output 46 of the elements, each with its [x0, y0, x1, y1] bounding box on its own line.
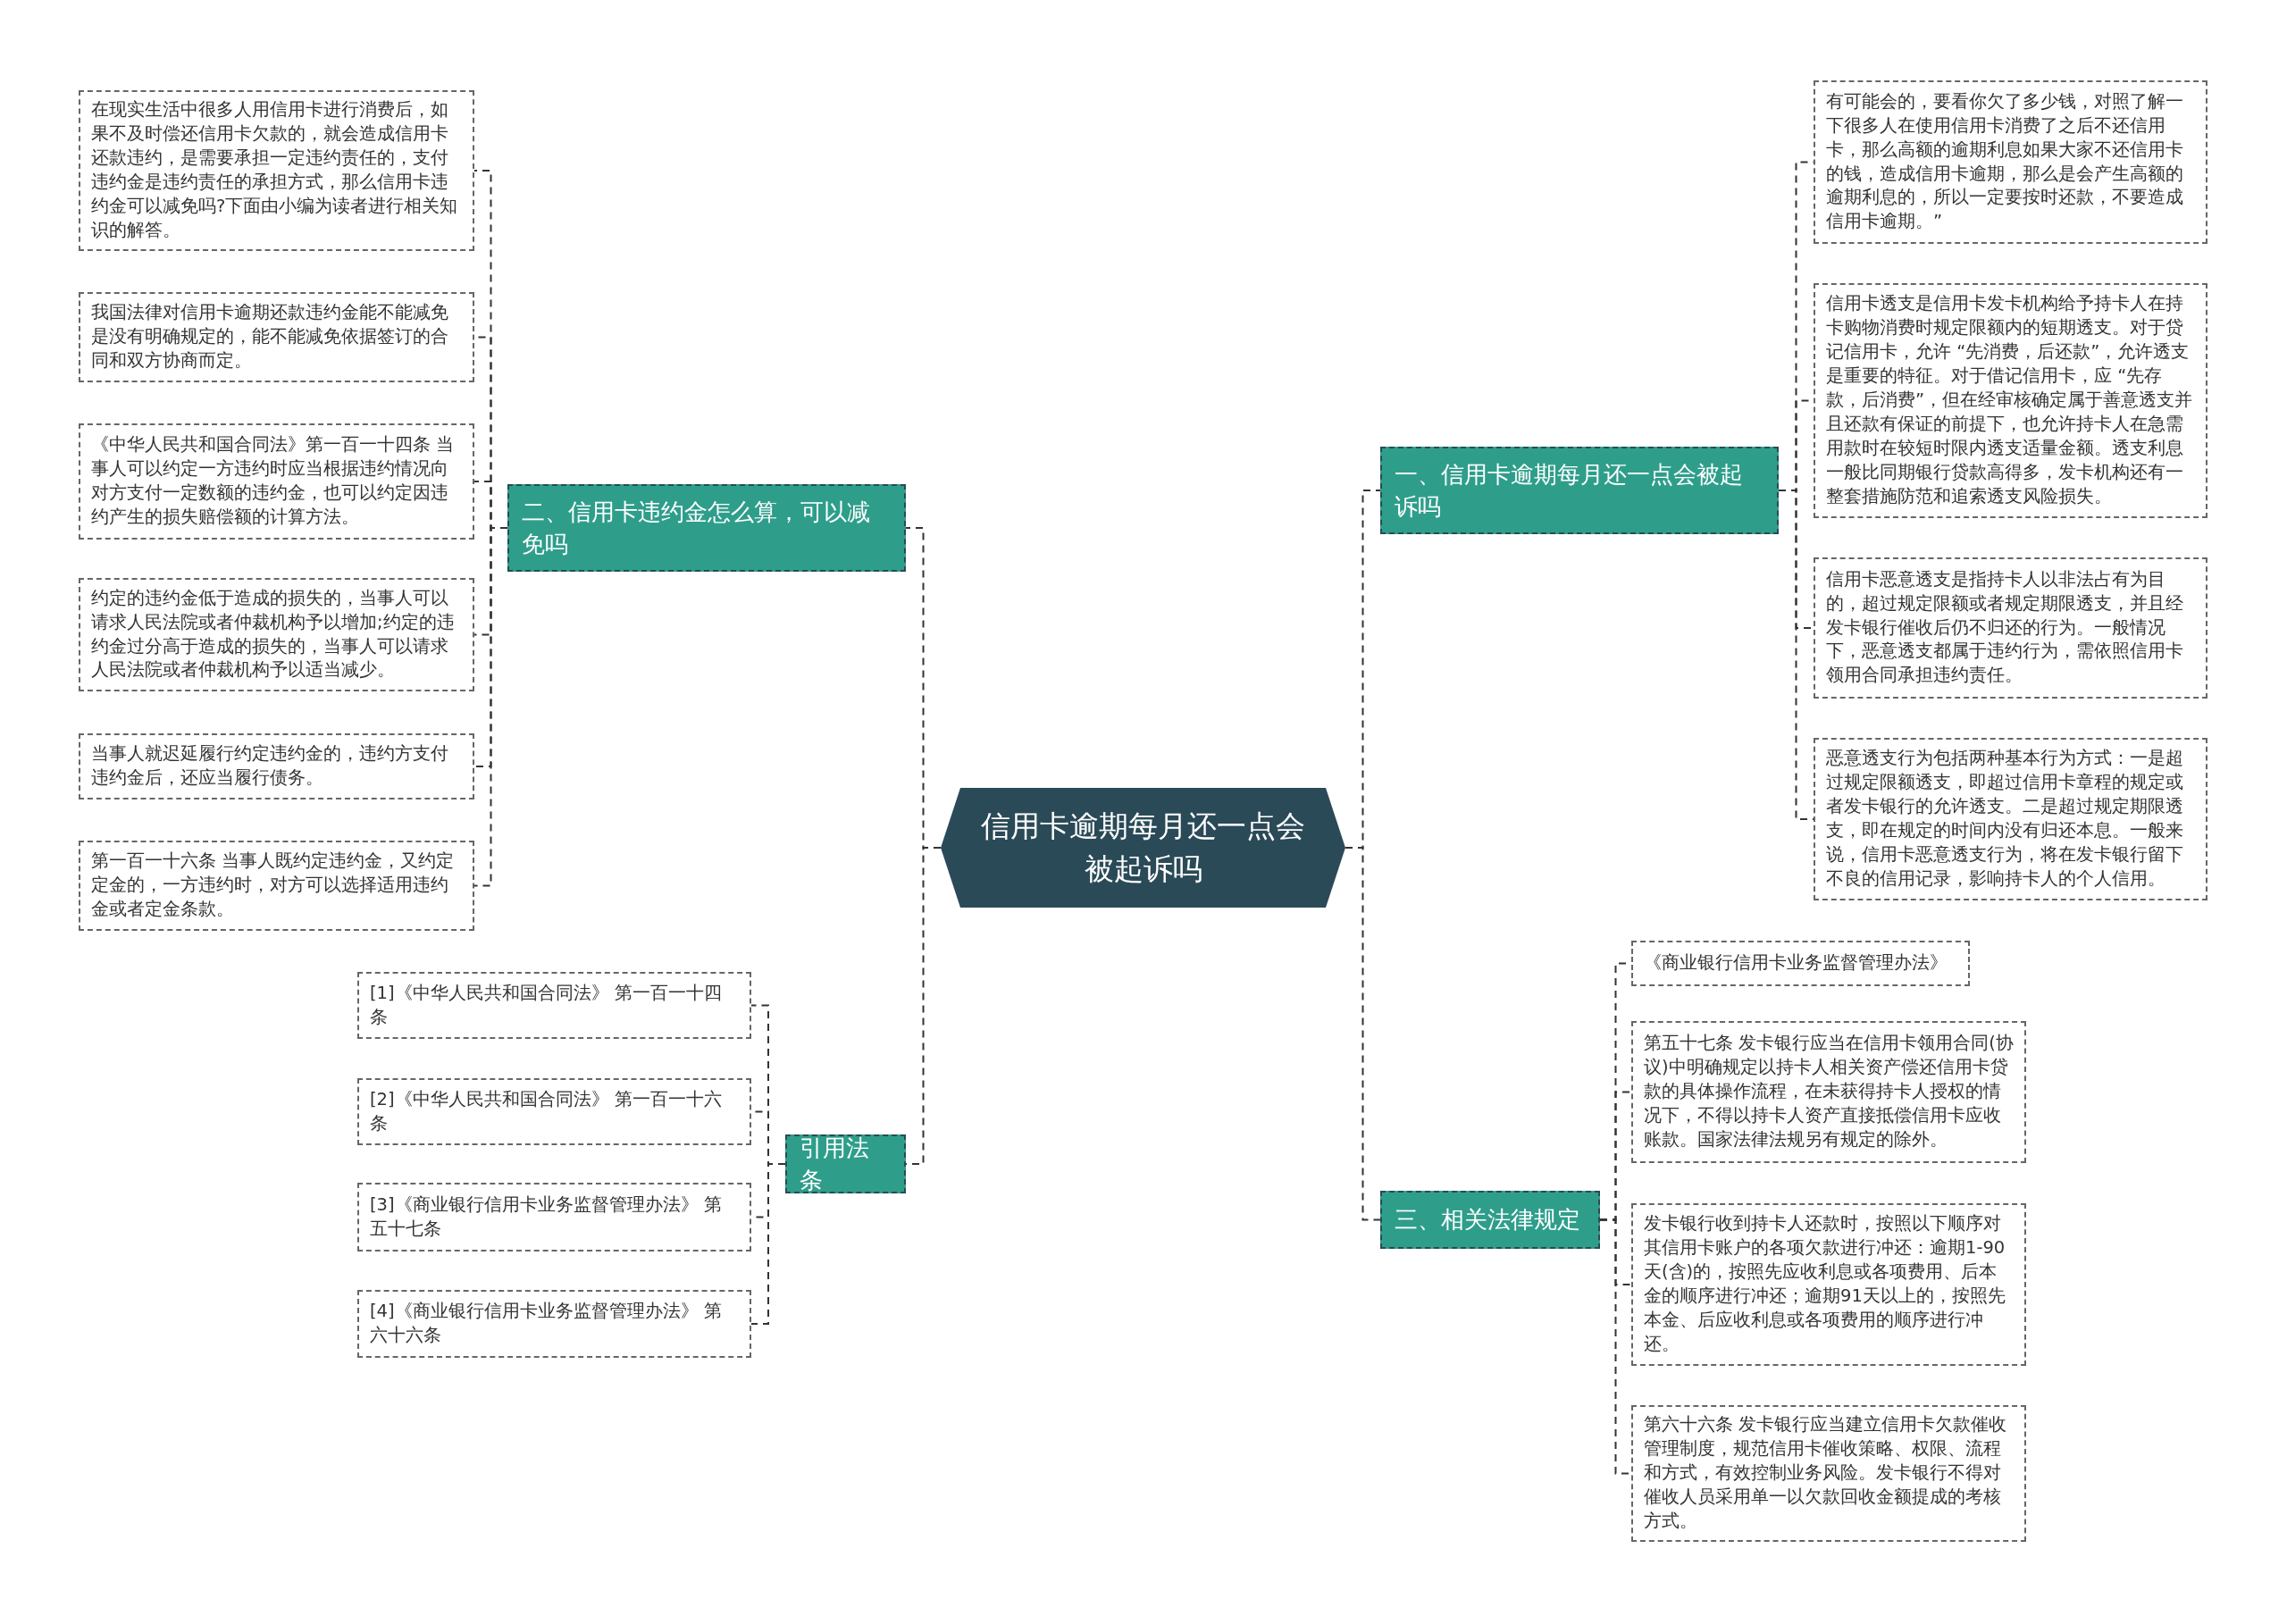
text-card [79, 841, 474, 931]
text-card [1631, 1405, 2026, 1542]
text-card [1814, 557, 2207, 699]
topic-text: 《商业银行信用卡业务监督管理办法》 [1644, 951, 1948, 975]
text-card [1631, 1021, 2026, 1163]
text-card [1631, 941, 1970, 986]
topic-text: 第六十六条 发卡银行应当建立信用卡欠款催收管理制度，规范信用卡催收策略、权限、流程和方式，有效控制业务风险。发卡银行不得对催收人员采用单一以欠款回收金额提成的考核方式。 [1644, 1413, 2008, 1533]
topic-text: 当事人就迟延履行约定违约金的，违约方支付违约金后，还应当履行债务。 [91, 742, 449, 790]
topic-text: 三、相关法律规定 [1395, 1205, 1580, 1235]
text-card [357, 1078, 751, 1145]
topic-text: 信用卡透支是信用卡发卡机构给予持卡人在持卡购物消费时规定限额内的短期透支。对于贷记信用卡，允许 “先消费，后还款”，允许透支是重要的特征。对于借记信用卡，应 “先存款，后消费”，但在经审核确定属于善意透支并且还款有保证的前提下，也允许持卡人在急需用款时在较短时限内透支适量金额。透支利息一般比同期银行贷款高得多，发卡机构还有一整套措施防范和追索透支风险损失。 [1826, 292, 2194, 508]
topic-text: 在现实生活中很多人用信用卡进行消费后，如果不及时偿还信用卡欠款的，就会造成信用卡还款违约，是需要承担一定违约责任的，支付违约金是违约责任的承担方式，那么信用卡违约金可以减免吗?下面由小编为读者进行相关知识的解答。 [91, 98, 459, 242]
text-card [357, 972, 751, 1039]
topic-text: 一、信用卡逾期每月还一点会被起诉吗 [1395, 459, 1744, 522]
topic-text: 约定的违约金低于造成的损失的，当事人可以请求人民法院或者仲裁机构予以增加;约定的违约金过分高于造成的损失的，当事人可以请求人民法院或者仲裁机构予以适当减少。 [91, 586, 456, 682]
topic-text: 信用卡恶意透支是指持卡人以非法占有为目的，超过规定限额或者规定期限透支，并且经发卡银行催收后仍不归还的行为。一般情况下，恶意透支都属于违约行为，需依照信用卡领用合同承担违约责任。 [1826, 567, 2184, 688]
topic-text: 恶意透支行为包括两种基本行为方式：一是超过规定限额透支，即超过信用卡章程的规定或者发卡银行的允许透支。二是超过规定期限透支，即在规定的时间内没有归还本息。一般来说，信用卡恶意透支行为，将在发卡银行留下不良的信用记录，影响持卡人的个人信用。 [1826, 747, 2184, 891]
topic-text: 第五十七条 发卡银行应当在信用卡领用合同(协议)中明确规定以持卡人相关资产偿还信用卡贷款的具体操作流程，在未获得持卡人授权的情况下，不得以持卡人资产直接抵偿信用卡应收账款。国家法律法规另有规定的除外。 [1644, 1032, 2014, 1151]
text-card [79, 90, 474, 251]
topic-text: [4]《商业银行信用卡业务监督管理办法》 第六十六条 [370, 1300, 723, 1347]
text-card [1814, 738, 2207, 900]
topic-text: [2]《中华人民共和国合同法》 第一百一十六条 [370, 1087, 723, 1135]
topic-text: 信用卡逾期每月还一点会被起诉吗 [980, 808, 1306, 888]
topic-text: 第一百一十六条 当事人既约定违约金，又约定定金的，一方违约时，对方可以选择适用违约金或者定金条款。 [91, 850, 456, 921]
text-card [79, 423, 474, 540]
text-card [357, 1183, 751, 1251]
text-card [1814, 80, 2207, 244]
text-card [79, 292, 474, 382]
connector-line [750, 1163, 786, 1325]
topic-text: [1]《中华人民共和国合同法》 第一百一十四条 [370, 981, 723, 1029]
branch-topic [785, 1134, 906, 1193]
topic-text: 二、信用卡违约金怎么算，可以减免吗 [522, 497, 871, 559]
text-card [1631, 1203, 2026, 1366]
branch-topic [1380, 447, 1779, 534]
topic-text: 引用法条 [800, 1133, 870, 1195]
text-card [79, 578, 474, 691]
topic-text: [3]《商业银行信用卡业务监督管理办法》 第五十七条 [370, 1193, 723, 1241]
topic-text: 有可能会的，要看你欠了多少钱，对照了解一下很多人在使用信用卡消费了之后不还信用卡，那么高额的逾期利息如果大家不还信用卡的钱，造成信用卡逾期，那么是会产生高额的逾期利息的，所以一定要按时还款，不要造成信用卡逾期。” [1826, 89, 2184, 234]
topic-text: 《中华人民共和国合同法》第一百一十四条 当事人可以约定一方违约时应当根据违约情况向对方支付一定数额的违约金，也可以约定因违约产生的损失赔偿额的计算方法。 [91, 433, 456, 529]
topic-text: 我国法律对信用卡逾期还款违约金能不能减免是没有明确规定的，能不能减免依据签订的合同和双方协商而定。 [91, 301, 449, 373]
text-card [79, 733, 474, 799]
branch-topic [1380, 1191, 1600, 1249]
text-card [357, 1290, 751, 1358]
branch-topic [507, 484, 906, 572]
topic-text: 发卡银行收到持卡人还款时，按照以下顺序对其信用卡账户的各项欠款进行冲还：逾期1-90天(含)的，按照先应收利息或各项费用、后本金的顺序进行冲还；逾期91天以上的，按照先本金、后应收利息或各项费用的顺序进行冲还。 [1644, 1212, 2006, 1356]
central-topic-hexagon [941, 788, 1345, 908]
